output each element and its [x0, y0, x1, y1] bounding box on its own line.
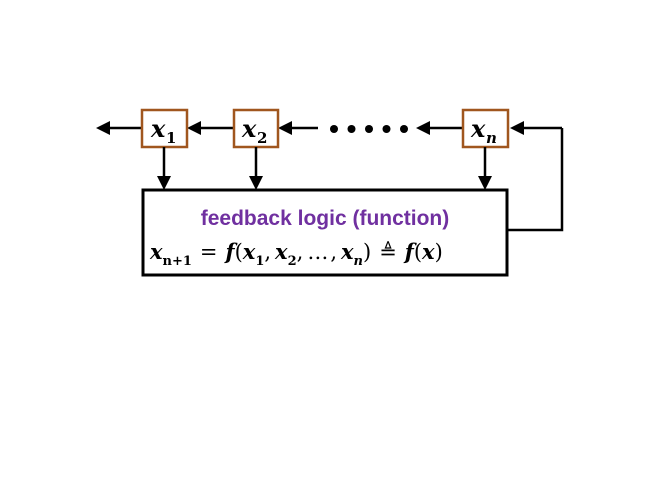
register-x1-sub: 1 — [166, 129, 176, 147]
tap-wires — [157, 147, 492, 190]
register-x2-var: x — [241, 114, 257, 143]
eq-sep-1: , — [264, 240, 271, 264]
feedback-equation: xn+1=f(x1,x2,…,xn)≜f(x) — [149, 239, 443, 269]
arrowhead-into-x2 — [278, 121, 292, 135]
ellipsis-dot — [365, 125, 373, 133]
arrowhead-into-xn — [510, 121, 524, 135]
eq-arg1-var: x — [242, 239, 256, 264]
tap-xn-arrowhead — [478, 176, 492, 190]
ellipsis-dot — [330, 125, 338, 133]
ellipsis-dot — [347, 125, 356, 133]
eq-arg1-sub: 1 — [255, 254, 264, 269]
register-x2-sub: 2 — [257, 129, 267, 147]
ellipsis-dot — [382, 125, 391, 133]
eq-lhs-sub: n+1 — [163, 254, 192, 269]
register-x1: x 1 — [140, 108, 189, 149]
ellipsis-dot — [400, 125, 408, 133]
eq-sep-3: , — [330, 240, 337, 264]
feedback-logic-title: feedback logic (function) — [201, 207, 450, 230]
eq-lhs-var: x — [149, 239, 163, 264]
output-arrowhead — [96, 121, 110, 135]
tap-x1-arrowhead — [157, 176, 171, 190]
register-xn-var: x — [470, 114, 486, 143]
ellipsis-dots — [330, 125, 408, 133]
eq-argn-var: x — [340, 239, 354, 264]
feedback-logic-box — [141, 188, 509, 277]
register-xn: x n — [461, 108, 510, 149]
eq-rhs-close-paren: ) — [435, 240, 443, 264]
eq-arg2-var: x — [274, 239, 288, 264]
eq-argn-sub: n — [354, 254, 363, 269]
register-x2: x 2 — [232, 108, 280, 149]
register-x2-box — [232, 108, 280, 149]
eq-defeq: ≜ — [379, 240, 397, 264]
eq-arg2-sub: 2 — [288, 254, 297, 269]
eq-sep-2: , — [297, 240, 304, 264]
eq-open-paren: ( — [235, 240, 243, 264]
arrowhead-into-dots — [416, 121, 430, 135]
register-x1-box — [140, 108, 189, 149]
eq-equals: = — [200, 240, 218, 264]
tap-x2-arrowhead — [249, 176, 263, 190]
arrowhead-into-x1 — [187, 121, 201, 135]
eq-rhs-open-paren: ( — [414, 240, 422, 264]
register-xn-sub: n — [486, 129, 497, 147]
feedback-loop-wire — [507, 128, 564, 232]
eq-ellipsis: … — [307, 240, 328, 264]
eq-rhs-arg: x — [421, 239, 435, 264]
register-x1-var: x — [150, 114, 166, 143]
eq-close-paren: ) — [363, 240, 371, 264]
shift-chain — [96, 121, 562, 135]
